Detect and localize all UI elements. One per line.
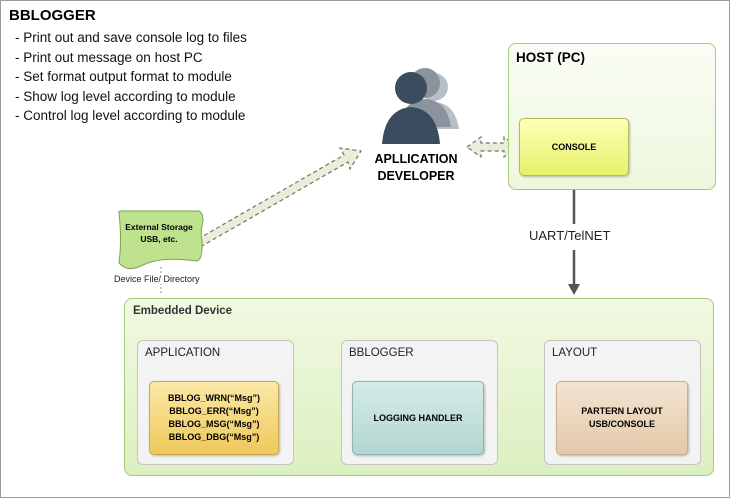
feature-item: - Set format output format to module [15,69,232,85]
developer-label: APLLICATION DEVELOPER [366,151,466,185]
developer-console-arrow [465,135,520,159]
external-storage-line2: USB, etc. [140,234,178,244]
user-silhouette-icon [382,68,459,144]
console-box: CONSOLE [519,118,629,176]
developer-label-line2: DEVELOPER [377,169,455,183]
feature-item: - Control log level according to module [15,108,246,124]
macro-item: BBLOG_DBG(“Msg”) [168,432,260,442]
feature-item: - Print out message on host PC [15,49,203,65]
feature-list: - Print out and save console log to file… [15,28,247,126]
pattern-layout-box: PARTERN LAYOUT USB/CONSOLE [556,381,688,455]
macro-item: BBLOG_WRN(“Msg”) [168,393,260,403]
application-title: APPLICATION [145,347,221,359]
layout-title: LAYOUT [552,347,598,359]
uart-telnet-label: UART/TelNET [529,228,611,243]
storage-to-developer-arrow [197,147,362,247]
feature-item: - Print out and save console log to file… [15,30,247,45]
log-macros-box: BBLOG_WRN(“Msg”) BBLOG_ERR(“Msg”) BBLOG_… [149,381,279,455]
bblogger-title: BBLOGGER [349,347,414,359]
logging-handler-box: LOGGING HANDLER [352,381,484,455]
pattern-layout-line2: USB/CONSOLE [588,419,655,429]
embedded-device-title: Embedded Device [133,305,233,317]
device-file-caption: Device File/ Directory [114,274,200,284]
diagram-title: BBLOGGER [9,7,96,24]
feature-item: - Show log level according to module [15,88,236,104]
host-pc-title: HOST (PC) [516,50,585,65]
pattern-layout-line1: PARTERN LAYOUT [581,406,663,416]
macro-item: BBLOG_ERR(“Msg”) [169,406,259,416]
external-storage-label: External Storage USB, etc. [115,221,203,245]
macro-item: BBLOG_MSG(“Msg”) [168,419,260,429]
external-storage-line1: External Storage [125,222,193,232]
developer-label-line1: APLLICATION [374,152,458,166]
